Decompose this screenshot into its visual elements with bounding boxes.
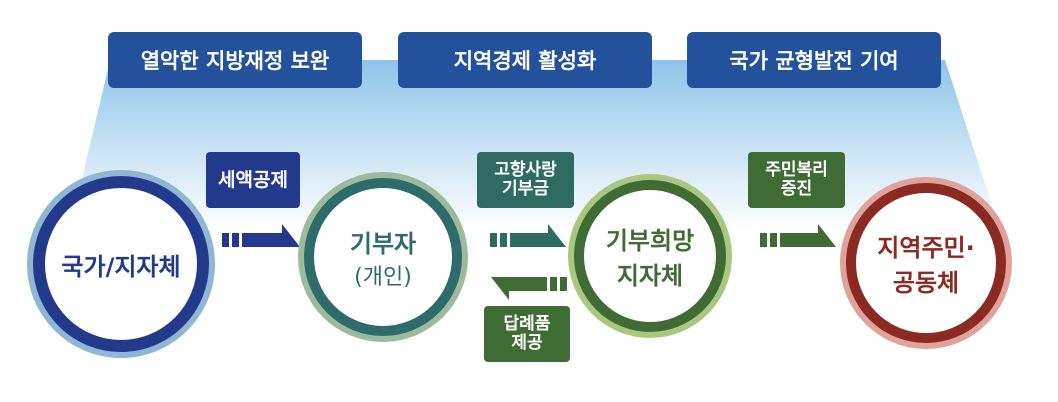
node-local-gov: 기부희망 지자체 <box>574 180 726 332</box>
tag-donation-line1: 고향사랑 <box>494 160 557 181</box>
node-state: 국가/지자체 <box>33 176 209 352</box>
node-state-label: 국가/지자체 <box>61 252 181 281</box>
node-donor-label: 기부자 <box>349 229 417 258</box>
node-local-label1: 기부희망 <box>605 227 695 255</box>
node-donor-sub: (개인) <box>354 264 412 290</box>
node-donor: 기부자 (개인) <box>304 178 462 336</box>
goal-fiscal: 열악한 지방재정 보완 <box>108 32 362 88</box>
tag-gift-line1: 답례품 <box>503 314 551 335</box>
tag-welfare-line2: 증진 <box>780 179 813 199</box>
tag-donation: 고향사랑 기부금 <box>477 152 574 208</box>
arrow-gift <box>491 277 567 300</box>
node-local-label2: 지자체 <box>616 262 684 290</box>
tag-welfare-line1: 주민복리 <box>765 160 828 181</box>
goal-balance: 국가 균형발전 기여 <box>687 32 941 88</box>
tag-tax-credit: 세액공제 <box>206 152 300 208</box>
goal-economy: 지역경제 활성화 <box>398 32 652 88</box>
node-residents-label2: 공동체 <box>892 269 960 297</box>
arrow-tax-credit <box>222 224 300 247</box>
node-residents: 지역주민· 공동체 <box>846 183 1006 343</box>
node-residents-label1: 지역주민· <box>877 234 975 262</box>
tag-gift: 답례품 제공 <box>484 306 570 362</box>
tag-donation-line2: 기부금 <box>502 179 549 199</box>
tag-gift-line2: 제공 <box>511 333 543 353</box>
arrow-donation <box>490 224 566 247</box>
arrow-welfare <box>760 224 836 247</box>
tag-tax-credit-label: 세액공제 <box>218 168 288 191</box>
tag-welfare: 주민복리 증진 <box>748 152 845 208</box>
